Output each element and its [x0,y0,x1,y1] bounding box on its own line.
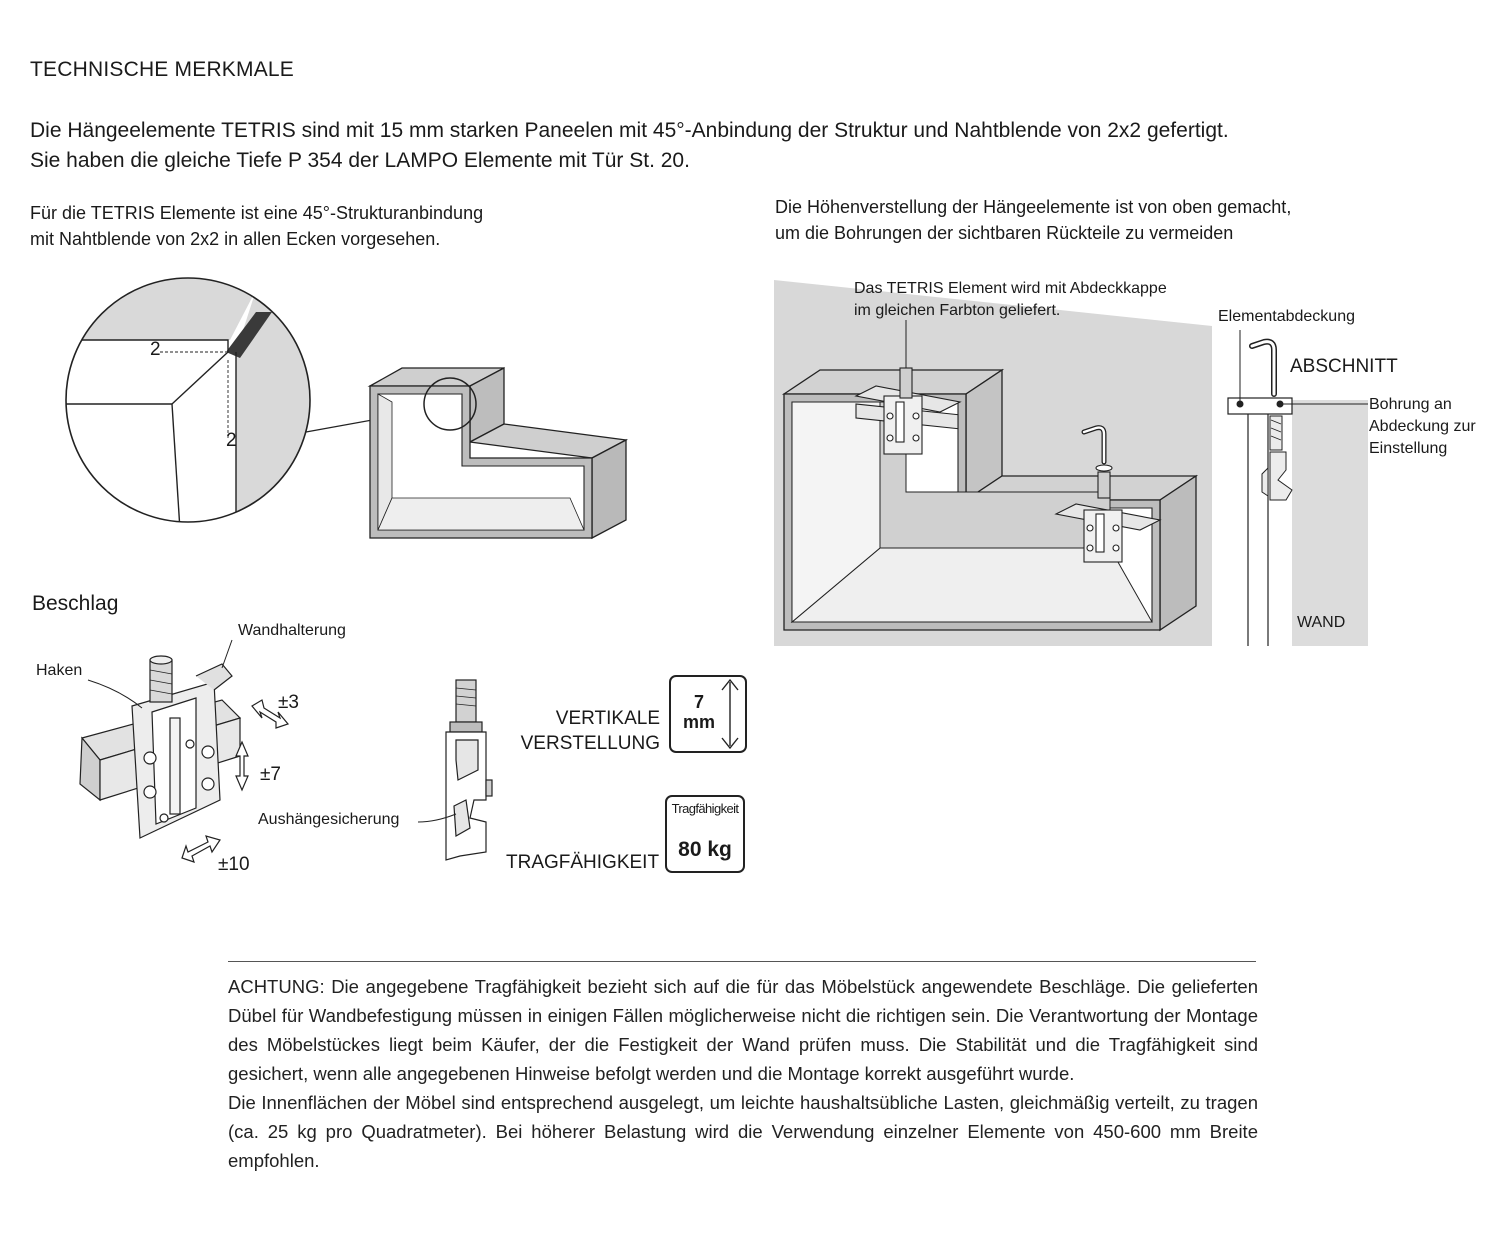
wall-label: WAND [1297,614,1346,631]
notice-paragraph-2: Die Innenflächen der Möbel sind entsprec… [228,1092,1258,1171]
lateral-adjust-value: ±10 [218,854,250,875]
drill-hole-note: Bohrung an Abdeckung zur Einstellung [1369,394,1476,460]
cap-note-line-2: im gleichen Farbton geliefert. [854,302,1061,319]
tetris-cabinet-small [367,366,629,540]
load-capacity-label: TRAGFÄHIGKEIT [506,852,660,873]
unhook-lock-label: Aushängesicherung [258,811,400,828]
joint-caption-line-2: mit Nahtblende von 2x2 in allen Ecken vo… [30,229,441,249]
dimension-label-horizontal: 2 [150,339,161,360]
load-capacity-box-caption: Tragfähigkeit [671,801,739,816]
vertical-adjustment-label: VERTIKALE VERSTELLUNG [510,706,660,756]
adjustment-arrows [181,699,290,863]
vertical-adjust-box-text: 7 mm [674,692,724,732]
vertical-adjust-box [669,675,747,753]
notice-divider [228,961,1256,962]
cap-note-line-1: Das TETRIS Element wird mit Abdeckkappe [854,280,1167,297]
intro-line-1: Die Hängeelemente TETRIS sind mit 15 mm … [30,119,1229,142]
drill-hole-note-line-3: Einstellung [1369,440,1448,457]
section-view [1227,330,1368,646]
joint-caption-line-1: Für die TETRIS Elemente ist eine 45°-Str… [30,203,484,223]
height-adjust-caption-line-1: Die Höhenverstellung der Hängeelemente i… [775,197,1292,217]
hook-label: Haken [36,662,83,679]
load-capacity-value: 80 kg [678,838,732,861]
height-adjust-caption-line-2: um die Bohrungen der sichtbaren Rückteil… [775,223,1234,243]
hanger-fitting-drawing [79,655,242,839]
fitting-title: Beschlag [32,592,119,615]
drill-hole-note-line-2: Abdeckung zur [1369,418,1476,435]
wall-bracket-label: Wandhalterung [238,622,346,639]
vertical-adjustment-line-2: VERSTELLUNG [520,733,660,754]
intro-text: Die Hängeelemente TETRIS sind mit 15 mm … [30,116,1470,176]
load-capacity-box [665,795,745,873]
section-label: ABSCHNITT [1290,356,1398,377]
page-title: TECHNISCHE MERKMALE [30,58,295,81]
vertical-adjust-unit: mm [682,712,715,732]
hook-side-view [445,679,493,861]
depth-adjust-value: ±3 [278,692,299,713]
warning-notice: ACHTUNG: Die angegebene Tragfähigkeit be… [228,972,1258,1175]
vertical-adjust-amount: 7 [693,692,704,712]
vertical-adjustment-line-1: VERTIKALE [555,708,660,729]
vertical-adjust-value: ±7 [260,764,281,785]
tetris-cabinet-wall-view [774,280,1212,646]
drill-hole-note-line-1: Bohrung an [1369,396,1452,413]
notice-paragraph-1: ACHTUNG: Die angegebene Tragfähigkeit be… [228,976,1258,1084]
dimension-label-vertical: 2 [226,430,237,451]
joint-caption: Für die TETRIS Elemente ist eine 45°-Str… [30,200,590,252]
element-cover-label: Elementabdeckung [1218,308,1355,325]
intro-line-2: Sie haben die gleiche Tiefe P 354 der LA… [30,149,690,172]
cap-note: Das TETRIS Element wird mit Abdeckkappe … [854,278,1167,322]
height-adjust-caption: Die Höhenverstellung der Hängeelemente i… [775,194,1415,246]
